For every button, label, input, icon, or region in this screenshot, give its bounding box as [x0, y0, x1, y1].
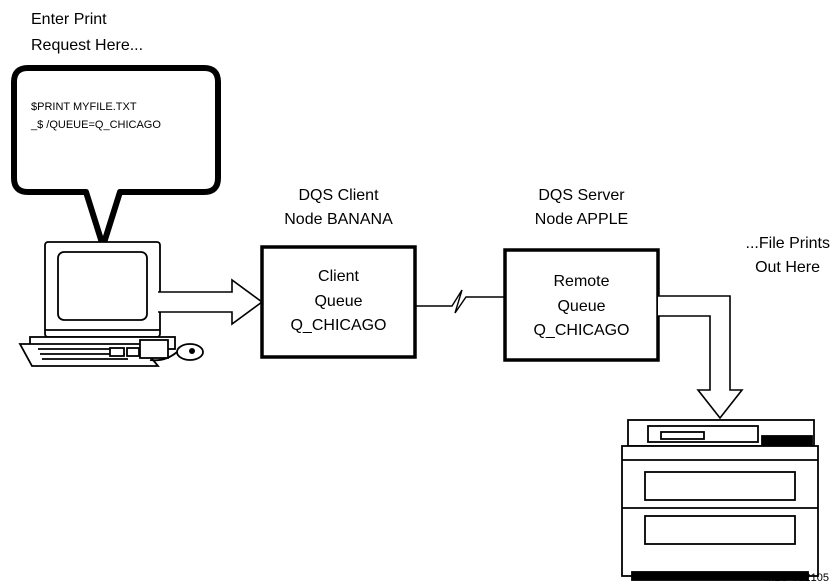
remote-queue-box	[503, 248, 660, 362]
client-box-line-3: Q_CHICAGO	[290, 317, 387, 334]
prompt-caption-line1: Enter Print	[31, 11, 107, 28]
printer-icon	[621, 419, 819, 581]
remote-box-line-2: Queue	[557, 298, 606, 315]
output-caption-line1: ...File Prints	[745, 235, 830, 252]
remote-box-line-1: Remote	[553, 273, 610, 290]
submit-arrow	[158, 278, 264, 326]
client-box-line-1: Client	[318, 268, 359, 285]
remote-box-line-3: Q_CHICAGO	[533, 322, 630, 339]
command-line-2: _$ /QUEUE=Q_CHICAGO	[31, 119, 161, 131]
prompt-caption-line2: Request Here...	[31, 37, 144, 54]
command-line-1: $PRINT MYFILE.TXT	[31, 101, 137, 113]
client-node-title-1: DQS Client	[298, 187, 379, 204]
output-arrow	[658, 295, 744, 420]
client-box-line-2: Queue	[314, 293, 363, 310]
workstation-icon	[18, 241, 204, 367]
output-caption-line2: Out Here	[755, 259, 820, 276]
figure-id: MLO-012105	[764, 572, 829, 584]
speech-bubble	[11, 65, 221, 249]
client-queue-box	[260, 245, 417, 359]
server-node-title-1: DQS Server	[538, 187, 625, 204]
server-node-title-2: Node APPLE	[534, 211, 629, 228]
client-node-title-2: Node BANANA	[284, 211, 393, 228]
network-link-icon	[415, 289, 505, 314]
